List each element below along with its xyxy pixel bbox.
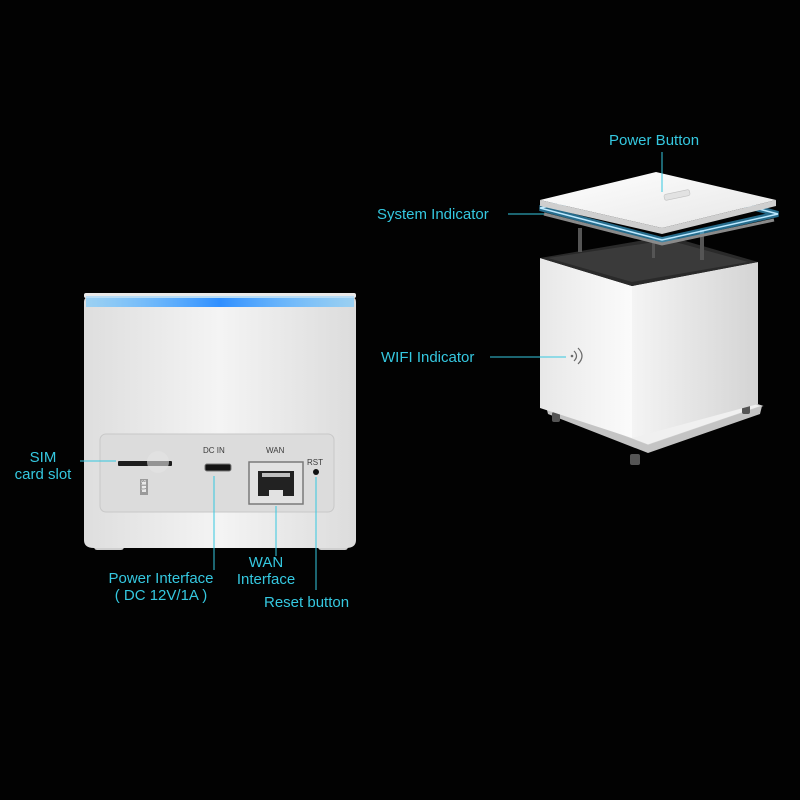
blue-indicator-light xyxy=(86,298,354,307)
reset-button-label: Reset button xyxy=(264,594,350,611)
router-lid xyxy=(540,172,776,228)
wan-interface-label: WAN Interface xyxy=(228,554,304,588)
router-front-view xyxy=(84,293,356,550)
callout-lines-front xyxy=(80,460,317,590)
wifi-indicator-label: WIFI Indicator xyxy=(381,349,475,366)
power-interface-line2: ( DC 12V/1A ) xyxy=(114,587,208,604)
sim-icon-label: SIM xyxy=(139,479,146,491)
wifi-indicator-icon xyxy=(573,347,583,365)
power-interface-label: Power Interface ( DC 12V/1A ) xyxy=(96,570,226,604)
callout-lines-right xyxy=(490,152,663,358)
cube-side-face xyxy=(632,262,758,438)
sim-label-line1: SIM xyxy=(29,449,57,466)
rst-label: RST xyxy=(307,458,323,467)
wan-port-label: WAN xyxy=(266,446,285,455)
power-button-label: Power Button xyxy=(609,132,700,149)
system-indicator-label: System Indicator xyxy=(377,206,489,223)
wan-interface-line1: WAN xyxy=(248,554,284,571)
dc-in-label: DC IN xyxy=(203,446,225,455)
dc-port xyxy=(204,463,232,472)
power-interface-line1: Power Interface xyxy=(108,570,214,587)
router-exploded-view xyxy=(539,172,779,465)
sim-card-slot-label: SIM card slot xyxy=(10,449,76,483)
power-button-key xyxy=(663,189,691,201)
sim-label-line2: card slot xyxy=(14,466,72,483)
wan-interface-line2: Interface xyxy=(236,571,296,588)
reset-pinhole xyxy=(313,469,319,475)
cube-front-face xyxy=(540,258,632,438)
